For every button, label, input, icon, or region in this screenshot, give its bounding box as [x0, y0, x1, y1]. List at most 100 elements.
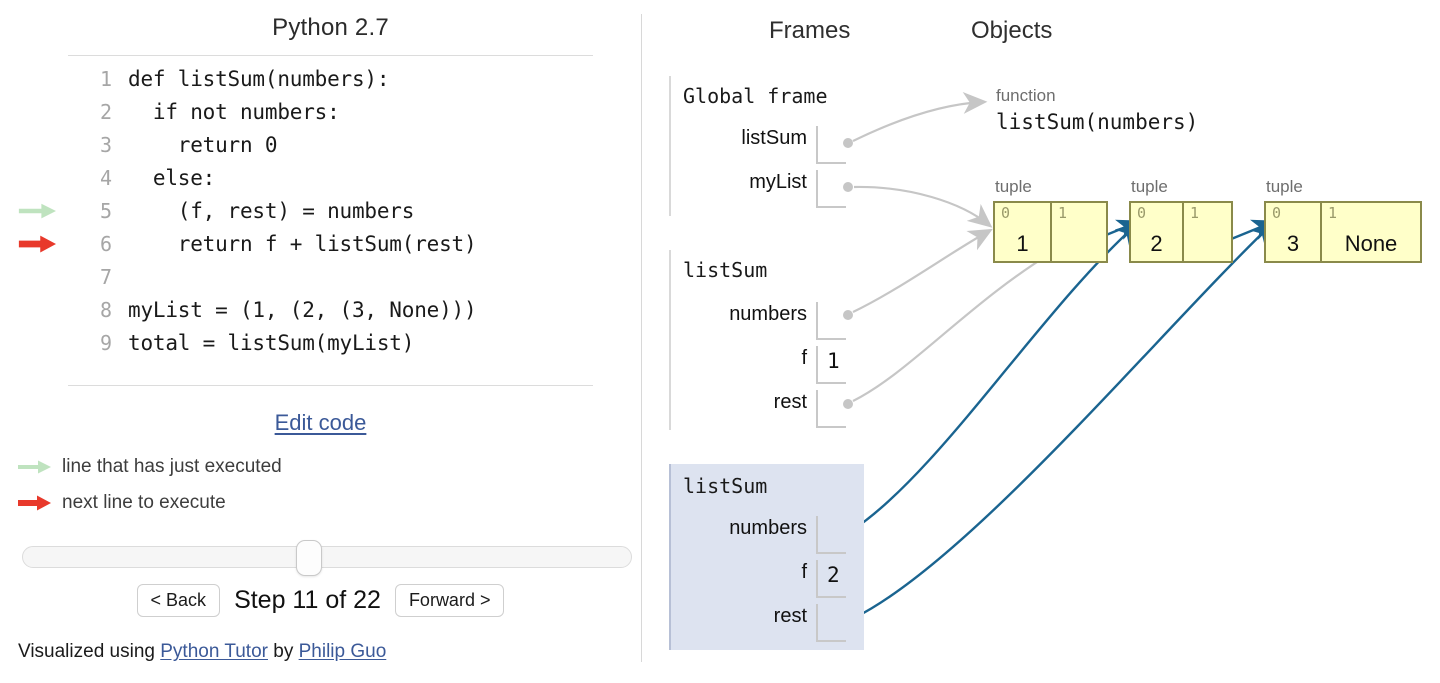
code-line-text: total = listSum(myList): [128, 330, 415, 355]
code-top-divider: [68, 55, 593, 56]
code-line-text: return 0: [128, 132, 278, 157]
panel-divider: [641, 14, 642, 662]
object-tuple-3-type-label: tuple: [1266, 177, 1303, 196]
tuple-1-value-0: 1: [1016, 231, 1029, 256]
philip-guo-link[interactable]: Philip Guo: [298, 641, 387, 662]
step-counter-label: Step 11 of 22: [234, 586, 381, 614]
tuple-2-cell-1: 1: [1181, 203, 1231, 261]
object-function-signature: listSum(numbers): [996, 110, 1199, 134]
code-line-text: myList = (1, (2, (3, None))): [128, 297, 477, 322]
code-line: 2 if not numbers:: [68, 95, 598, 128]
tuple-3-cell-1: 1 None: [1320, 203, 1420, 261]
forward-button[interactable]: Forward >: [394, 584, 505, 617]
var-cell-numbers-2: [816, 516, 854, 554]
var-row-listsum: listSum: [669, 126, 854, 164]
var-cell-f-2: 2: [816, 560, 854, 598]
var-row-numbers-2: numbers: [669, 516, 854, 554]
legend-just-executed-label: line that has just executed: [62, 456, 282, 477]
tuple-3-value-0: 3: [1286, 231, 1300, 256]
code-line-number: 8: [99, 297, 112, 322]
frame-listsum-1: listSum numbers f 1 rest: [669, 250, 854, 430]
execution-slider-track[interactable]: [22, 546, 632, 568]
code-line-number: 2: [99, 99, 112, 124]
execution-slider-handle[interactable]: [296, 540, 323, 576]
code-line-text: if not numbers:: [128, 99, 340, 124]
tuple-3-value-1: None: [1344, 231, 1398, 256]
var-cell-numbers-1: [816, 302, 854, 340]
code-line: 9 total = listSum(myList): [68, 326, 598, 359]
frame-global: Global frame listSum myList: [669, 76, 854, 216]
var-cell-listsum: [816, 126, 854, 164]
object-tuple-1-type-label: tuple: [995, 177, 1032, 196]
var-label-listsum: listSum: [741, 127, 807, 149]
code-line-text: def listSum(numbers):: [128, 66, 390, 91]
var-label-f-2: f: [801, 561, 807, 583]
back-button[interactable]: < Back: [136, 584, 221, 617]
green-arrow-icon: [18, 203, 56, 218]
edit-code-link[interactable]: Edit code: [274, 410, 367, 435]
var-label-numbers-1: numbers: [729, 303, 807, 325]
code-line-number: 5: [99, 198, 112, 223]
var-label-rest-2: rest: [773, 605, 807, 627]
legend-just-executed: line that has just executed: [18, 456, 282, 478]
tuple-2-index-0: 0: [1137, 204, 1147, 222]
python-tutor-link[interactable]: Python Tutor: [160, 641, 268, 662]
tuple-3-cell-0: 0 3: [1266, 203, 1320, 261]
tuple-2-index-1: 1: [1189, 204, 1199, 222]
code-line-number: 6: [99, 231, 112, 256]
code-bottom-divider: [68, 385, 593, 386]
var-row-f-1: f 1: [669, 346, 854, 384]
step-controls: < Back Step 11 of 22 Forward >: [0, 584, 641, 617]
var-label-rest-1: rest: [773, 391, 807, 413]
object-tuple-2: 0 2 1: [1129, 201, 1233, 263]
visualization-panel: Frames Objects: [641, 0, 1440, 683]
var-cell-rest-2: [816, 604, 854, 642]
object-tuple-3: 0 3 1 None: [1264, 201, 1422, 263]
tuple-1-index-1: 1: [1058, 204, 1068, 222]
var-row-numbers-1: numbers: [669, 302, 854, 340]
frame-listsum-2-rule: [669, 464, 671, 650]
var-value-f-2: 2: [827, 563, 840, 587]
red-arrow-icon: [18, 235, 56, 252]
code-line: 3 return 0: [68, 128, 598, 161]
var-label-f-1: f: [801, 347, 807, 369]
objects-column-title: Objects: [971, 17, 1053, 44]
var-value-f-1: 1: [827, 349, 840, 373]
tuple-2-value-0: 2: [1150, 231, 1163, 256]
tuple-1-cell-1: 1: [1050, 203, 1106, 261]
code-line: 1 def listSum(numbers):: [68, 62, 598, 95]
frame-listsum-2-name: listSum: [683, 474, 768, 498]
code-line-number: 9: [99, 330, 112, 355]
code-line: 5 (f, rest) = numbers: [18, 194, 598, 227]
var-row-mylist: myList: [669, 170, 854, 208]
edit-code-container: Edit code: [0, 410, 641, 436]
code-line: 4 else:: [68, 161, 598, 194]
frame-global-rule: [669, 76, 671, 216]
frame-listsum-2-active: listSum numbers f 2 rest: [669, 464, 864, 650]
var-row-rest-1: rest: [669, 390, 854, 428]
frame-global-name: Global frame: [683, 84, 828, 108]
footer-middle: by: [267, 641, 299, 662]
red-arrow-icon: [18, 495, 51, 511]
attribution-footer: Visualized using Python Tutor by Philip …: [18, 641, 386, 663]
code-line-number: 3: [99, 132, 112, 157]
var-row-rest-2: rest: [669, 604, 854, 642]
object-tuple-1: 0 1 1: [993, 201, 1108, 263]
code-line-number: 7: [99, 264, 112, 289]
code-line-text: return f + listSum(rest): [128, 231, 477, 256]
code-line: 6 return f + listSum(rest): [18, 227, 598, 260]
code-line-number: 1: [99, 66, 112, 91]
code-line-text: else:: [128, 165, 216, 190]
object-tuple-2-type-label: tuple: [1131, 177, 1168, 196]
tuple-3-index-0: 0: [1272, 204, 1282, 222]
var-cell-mylist: [816, 170, 854, 208]
var-label-numbers-2: numbers: [729, 517, 807, 539]
var-label-mylist: myList: [749, 171, 807, 193]
code-line: 8 myList = (1, (2, (3, None))): [68, 293, 598, 326]
tuple-2-cell-0: 0 2: [1131, 203, 1182, 261]
green-arrow-icon: [18, 460, 51, 474]
object-function-type-label: function: [996, 86, 1056, 105]
tuple-1-index-0: 0: [1001, 204, 1011, 222]
